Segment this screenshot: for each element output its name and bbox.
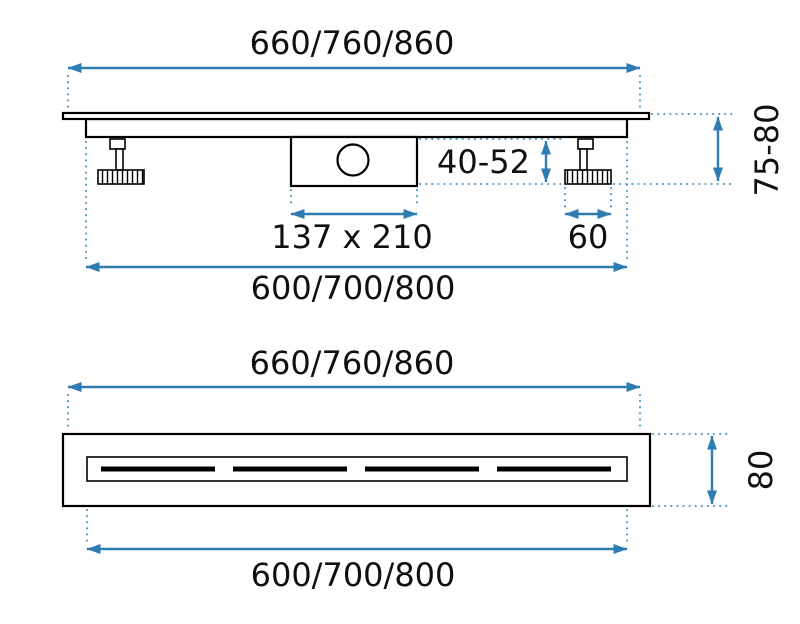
channel-body (84, 117, 629, 139)
plan-view: 660/760/860 600/700/800 80 (61, 344, 780, 594)
plan-top-length-label: 660/760/860 (250, 344, 455, 382)
foot-bracket (109, 138, 126, 150)
plan-view-object (61, 432, 652, 508)
foot-bracket (577, 138, 594, 150)
mounting-foot-right (564, 138, 612, 185)
side-bottom-length-label: 600/700/800 (251, 269, 456, 307)
foot-stem (579, 148, 588, 171)
plan-height-label: 80 (742, 450, 780, 491)
side-view-dimension-arrows (67, 63, 723, 272)
plan-bottom-length-label: 600/700/800 (251, 556, 456, 594)
trap-height-label: 40-52 (437, 143, 530, 181)
drain-outlet-circle (336, 143, 370, 177)
side-view: 660/760/860 600/700/800 137 x 210 60 40-… (61, 24, 786, 307)
mounting-foot-left (97, 138, 145, 185)
trap-size-label: 137 x 210 (271, 218, 432, 256)
foot-base-plate (97, 169, 145, 185)
side-view-object (61, 111, 651, 188)
plan-view-extension-lines (66, 393, 733, 545)
foot-base-plate (564, 169, 612, 185)
install-height-label: 75-80 (748, 104, 786, 197)
side-top-length-label: 660/760/860 (250, 24, 455, 62)
plan-view-dimension-arrows (67, 382, 717, 554)
channel-flange (61, 111, 651, 121)
side-view-dimension-labels: 660/760/860 600/700/800 137 x 210 60 40-… (250, 24, 786, 307)
foot-stem (115, 148, 124, 171)
plan-view-dimension-labels: 660/760/860 600/700/800 80 (250, 344, 780, 594)
foot-width-label: 60 (568, 218, 609, 256)
side-view-extension-lines (66, 74, 736, 263)
